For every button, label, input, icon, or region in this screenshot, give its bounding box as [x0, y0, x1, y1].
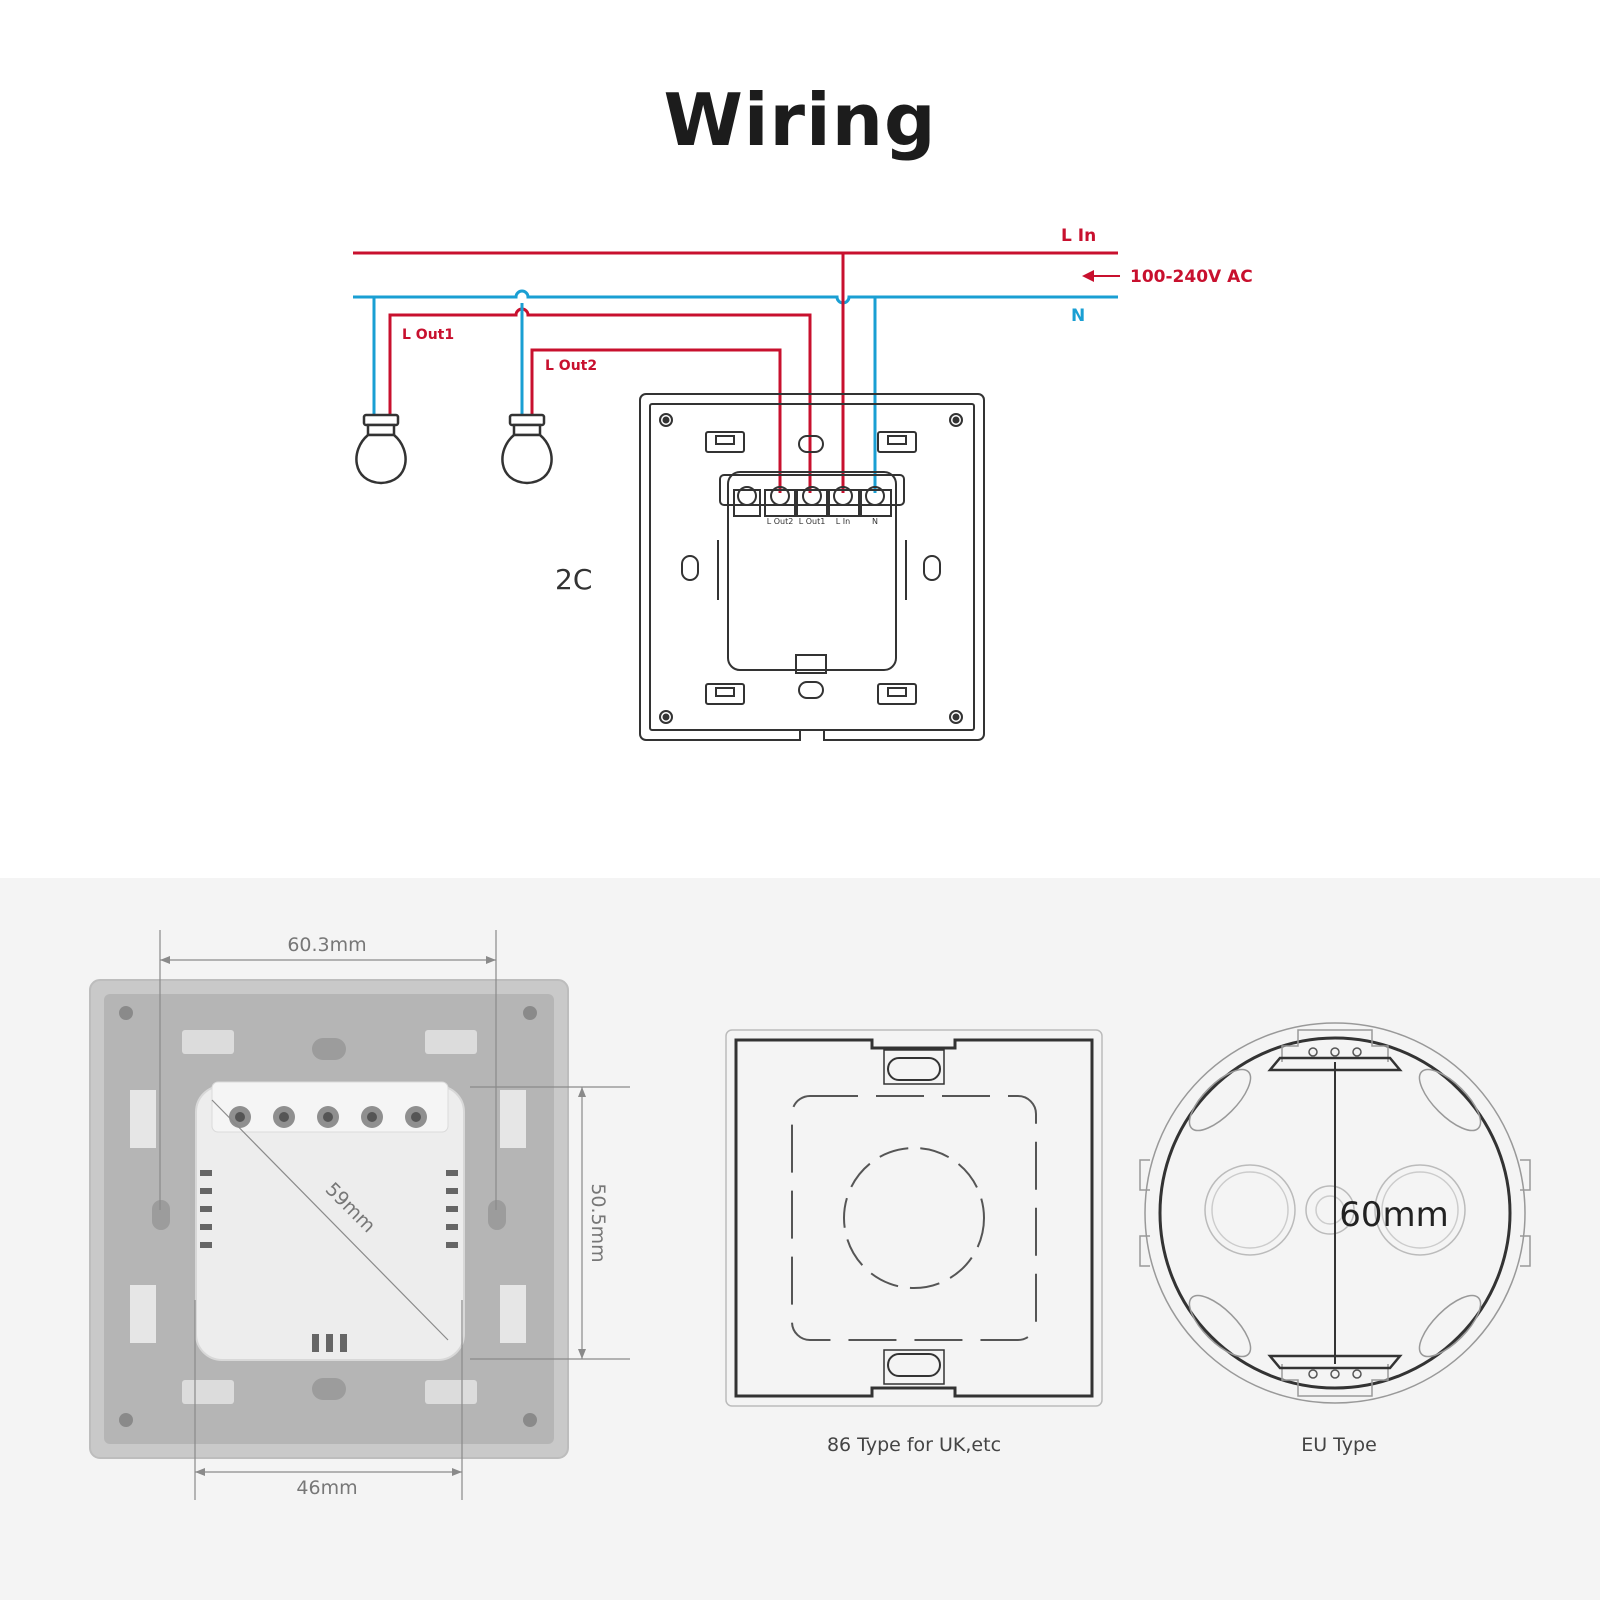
bulb-2: [501, 413, 553, 485]
line-in-label: L In: [1061, 226, 1096, 246]
height-label: 50.5mm: [587, 1183, 609, 1262]
eu-caption: EU Type: [1301, 1434, 1377, 1456]
terminal-label-lin: L In: [836, 517, 850, 526]
switch-back-panel: [639, 393, 985, 741]
input-arrow-head: [1082, 270, 1094, 282]
width-bottom-label: 46mm: [296, 1477, 357, 1499]
out2-wire: [530, 348, 782, 493]
dimension-lines: [159, 930, 630, 1500]
neutral-label: N: [1071, 306, 1085, 326]
terminal-label-lout1: L Out1: [799, 517, 826, 526]
neutral-wire: [353, 289, 1118, 305]
dimension-arrows: [160, 956, 586, 1476]
out2-label: L Out2: [545, 358, 597, 374]
page-title: Wiring: [663, 78, 937, 162]
eu-round-box-drawing: [1139, 1022, 1531, 1404]
width-top-label: 60.3mm: [287, 934, 366, 956]
uk-86-box-drawing: [725, 1029, 1103, 1407]
terminal-label-lout2: L Out2: [767, 517, 794, 526]
eu-diameter-label: 60mm: [1339, 1195, 1449, 1235]
voltage-label: 100-240V AC: [1130, 267, 1253, 287]
bulb-1: [355, 413, 407, 485]
model-label: 2C: [555, 563, 592, 596]
out1-label: L Out1: [402, 327, 454, 343]
wiring-diagram: L In 100-240V AC N L Out1 L Out2 2C: [353, 226, 1253, 741]
uk-caption: 86 Type for UK,etc: [827, 1434, 1001, 1456]
terminal-labels: L Out2 L Out1 L In N: [767, 517, 878, 526]
terminal-label-n: N: [872, 517, 878, 526]
